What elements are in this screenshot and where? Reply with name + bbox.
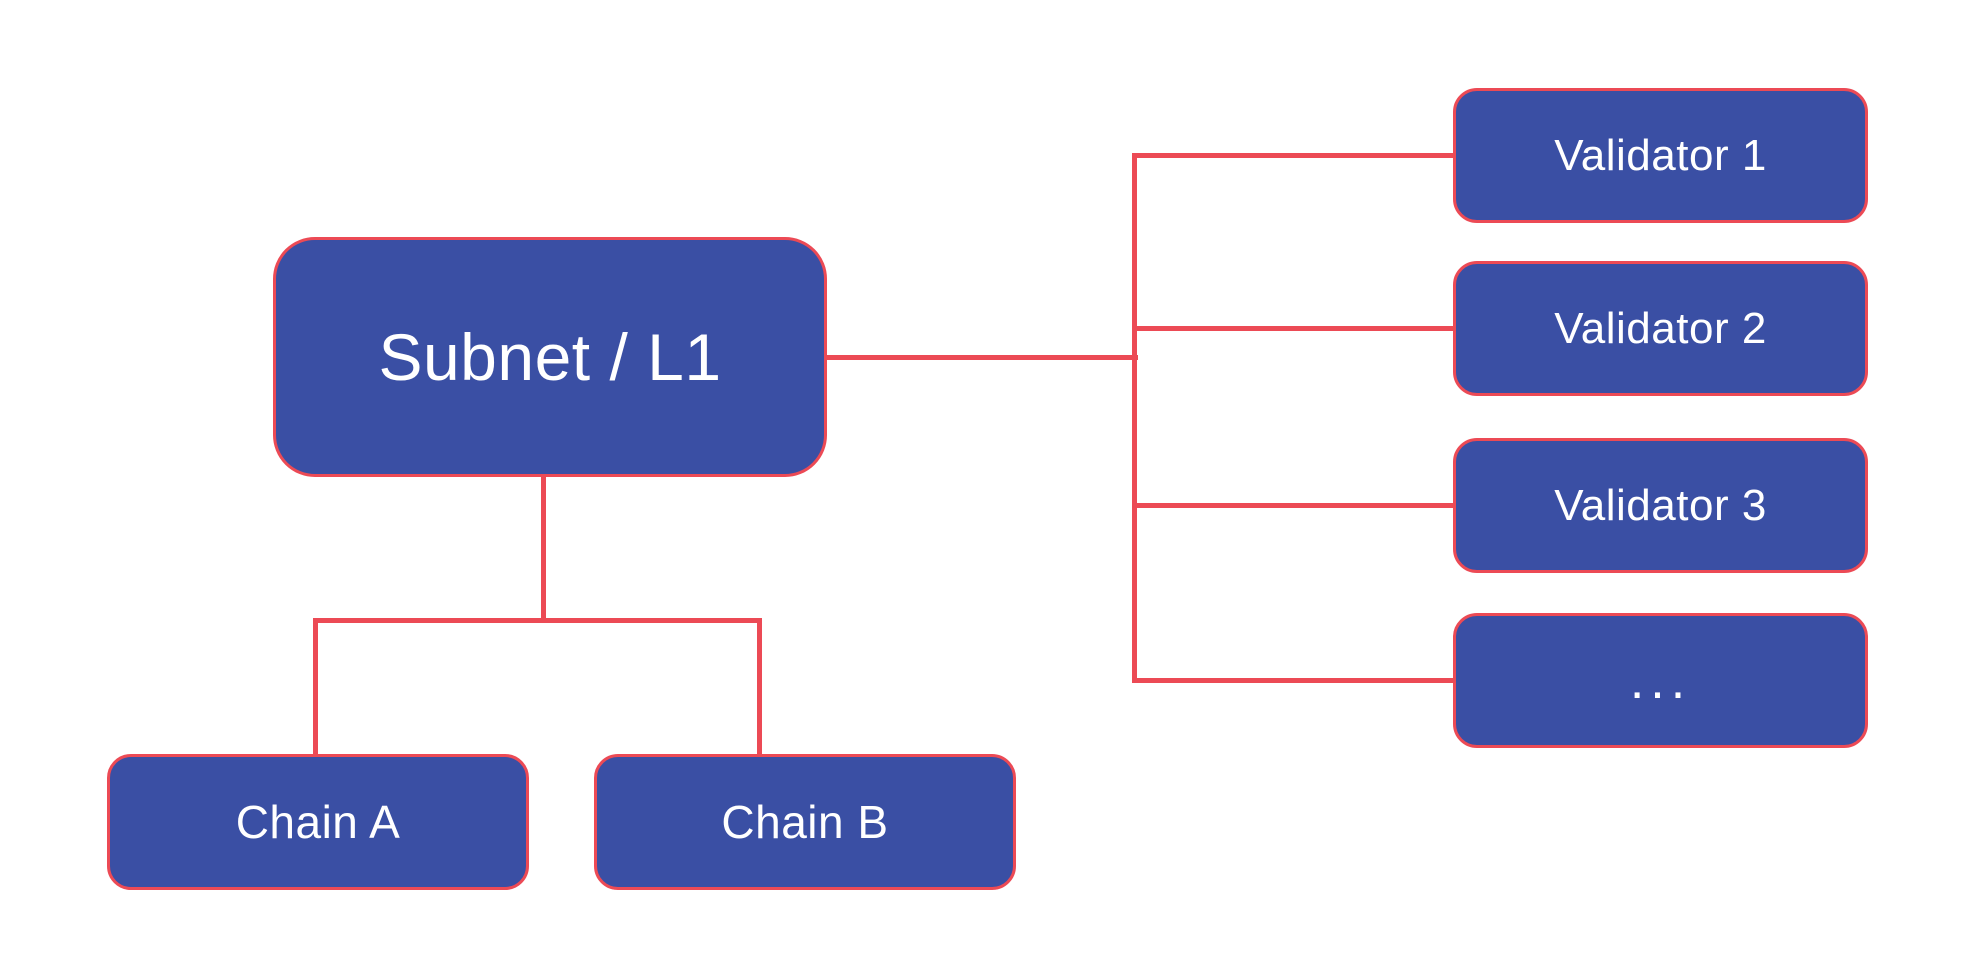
chain-a-node: Chain A xyxy=(107,754,529,890)
validator-more-node: ... xyxy=(1453,613,1868,748)
chain-b-node: Chain B xyxy=(594,754,1016,890)
connector-root-to-trunk xyxy=(824,355,1138,360)
connector-branch-validator-1 xyxy=(1134,153,1456,158)
validator-2-node: Validator 2 xyxy=(1453,261,1868,396)
validator-1-node: Validator 1 xyxy=(1453,88,1868,223)
validator-1-label: Validator 1 xyxy=(1554,130,1767,180)
connector-validators-trunk xyxy=(1132,153,1137,683)
connector-chain-b-drop xyxy=(757,618,762,757)
chain-b-label: Chain B xyxy=(721,796,889,848)
connector-branch-validator-more xyxy=(1134,678,1456,683)
validator-2-label: Validator 2 xyxy=(1554,303,1767,353)
validator-3-label: Validator 3 xyxy=(1554,480,1767,530)
subnet-l1-node: Subnet / L1 xyxy=(273,237,827,477)
connector-branch-validator-3 xyxy=(1134,503,1456,508)
chain-a-label: Chain A xyxy=(235,796,401,848)
connector-root-drop xyxy=(541,474,546,623)
validator-3-node: Validator 3 xyxy=(1453,438,1868,573)
connector-branch-validator-2 xyxy=(1134,326,1456,331)
connector-chain-a-drop xyxy=(313,618,318,757)
validator-more-label: ... xyxy=(1629,651,1692,710)
connector-chains-split-bar xyxy=(313,618,762,623)
subnet-l1-label: Subnet / L1 xyxy=(378,320,722,394)
